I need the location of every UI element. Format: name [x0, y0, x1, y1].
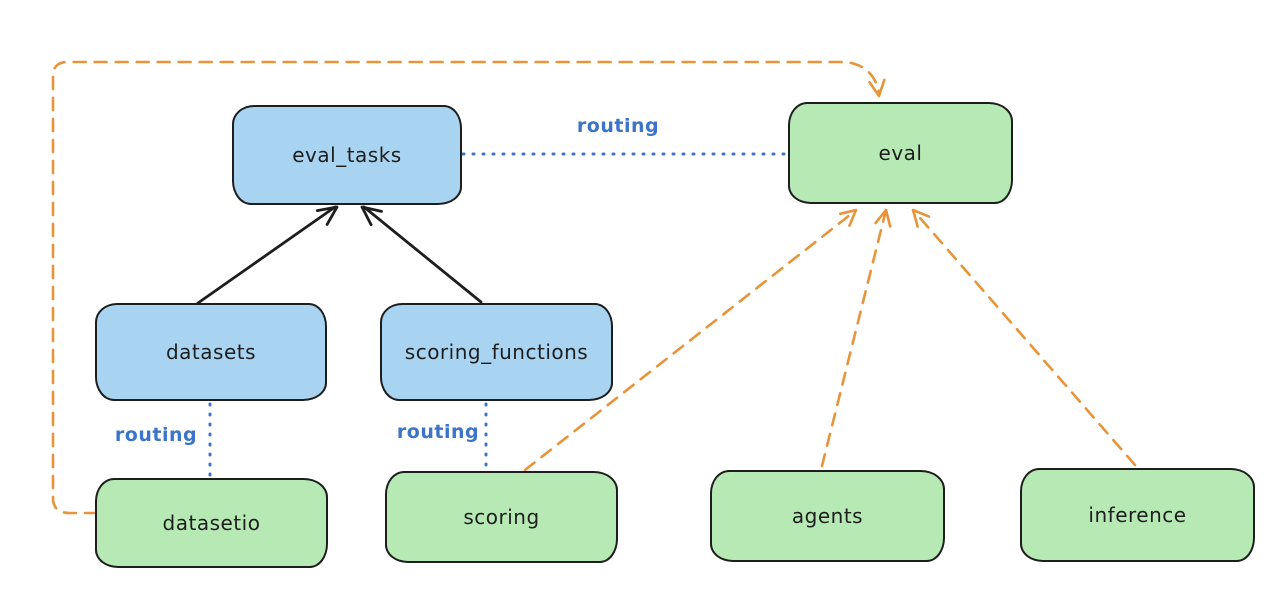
node-datasetio: datasetio	[95, 478, 328, 568]
node-datasets: datasets	[95, 303, 327, 401]
edge-label-routing-eval-tasks-eval: routing	[576, 115, 660, 137]
arrowhead-scoring-to-eval	[839, 208, 858, 227]
arrowhead-datasetio-to-eval	[868, 78, 886, 98]
node-agents: agents	[710, 470, 945, 562]
edge-label-routing-datasets-datasetio: routing	[114, 424, 198, 446]
arrow-scoring-to-eval	[523, 209, 857, 472]
arrowhead-scoring-functions-to-eval-tasks	[360, 205, 383, 227]
node-scoring-functions: scoring_functions	[380, 303, 613, 401]
arrow-inference-to-eval	[912, 209, 1137, 467]
node-eval-tasks: eval_tasks	[232, 105, 462, 205]
node-eval: eval	[788, 102, 1013, 204]
arrowhead-inference-to-eval	[911, 208, 931, 228]
edge-label-routing-scoring-functions-scoring: routing	[396, 421, 480, 443]
arrow-datasetio-to-eval	[51, 60, 881, 515]
node-inference: inference	[1020, 468, 1255, 562]
arrow-datasets-to-eval-tasks	[196, 205, 337, 305]
arrowhead-agents-to-eval	[874, 208, 892, 228]
arrow-scoring-functions-to-eval-tasks	[362, 205, 483, 304]
node-scoring: scoring	[385, 471, 618, 563]
arrow-agents-to-eval	[820, 208, 888, 468]
arrowhead-datasets-to-eval-tasks	[315, 205, 339, 226]
